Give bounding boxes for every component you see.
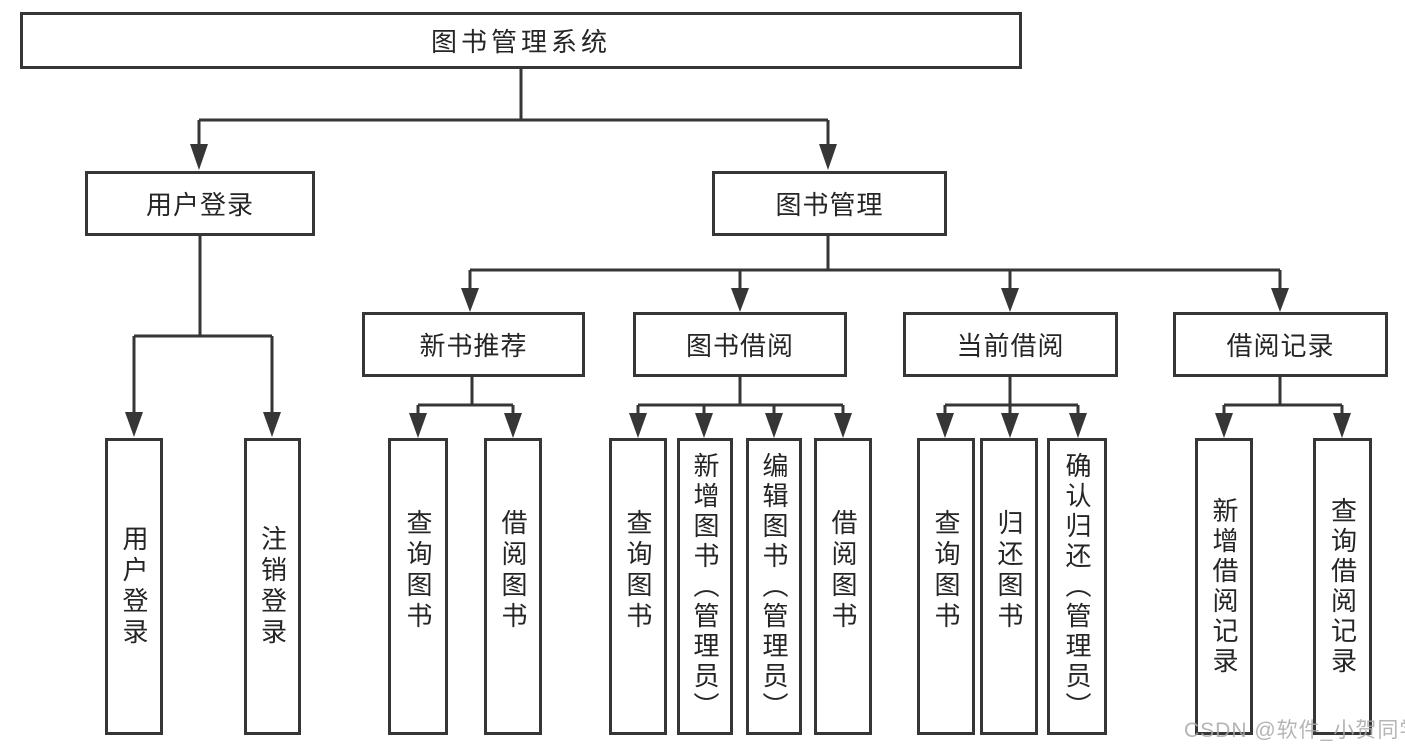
node-new-book-recommend: 新书推荐 xyxy=(362,312,585,377)
node-label: 借阅记录 xyxy=(1226,331,1335,361)
node-current-borrowing: 当前借阅 xyxy=(903,312,1118,377)
node-borrowing-records: 借阅记录 xyxy=(1173,312,1388,377)
node-label: 借阅图书 xyxy=(498,508,529,633)
node-label: 确认归还（管理员） xyxy=(1062,451,1093,722)
node-label: 查询图书 xyxy=(403,508,434,633)
leaf-recommend-borrow-books: 借阅图书 xyxy=(484,438,542,735)
node-label: 新书推荐 xyxy=(419,331,528,361)
node-label: 查询借阅记录 xyxy=(1327,496,1358,677)
node-label: 查询图书 xyxy=(931,508,962,633)
node-label: 图书管理 xyxy=(775,190,884,220)
leaf-records-add-record: 新增借阅记录 xyxy=(1195,438,1253,735)
leaf-borrowing-edit-books-admin: 编辑图书（管理员） xyxy=(746,438,802,735)
node-label: 归还图书 xyxy=(994,508,1025,633)
leaf-records-query-record: 查询借阅记录 xyxy=(1313,438,1372,735)
node-book-management: 图书管理 xyxy=(712,171,947,236)
leaf-borrowing-borrow-books: 借阅图书 xyxy=(814,438,872,735)
node-label: 借阅图书 xyxy=(828,508,859,633)
node-user-login: 用户登录 xyxy=(85,171,315,236)
node-label: 用户登录 xyxy=(119,524,150,649)
leaf-recommend-query-books: 查询图书 xyxy=(388,438,448,735)
node-label: 查询图书 xyxy=(623,508,654,633)
node-label: 当前借阅 xyxy=(956,331,1065,361)
node-label: 图书借阅 xyxy=(685,331,794,361)
leaf-logout-login: 注销登录 xyxy=(244,438,301,735)
leaf-borrowing-query-books: 查询图书 xyxy=(609,438,667,735)
node-label: 新增图书（管理员） xyxy=(690,451,721,722)
node-book-borrowing: 图书借阅 xyxy=(633,312,847,377)
node-label: 新增借阅记录 xyxy=(1209,496,1240,677)
node-label: 注销登录 xyxy=(257,524,288,649)
leaf-current-confirm-return-admin: 确认归还（管理员） xyxy=(1047,438,1107,735)
leaf-user-login: 用户登录 xyxy=(105,438,163,735)
node-library-management-system: 图书管理系统 xyxy=(20,12,1022,69)
node-label: 编辑图书（管理员） xyxy=(759,451,790,722)
leaf-current-return-books: 归还图书 xyxy=(980,438,1038,735)
leaf-borrowing-add-books-admin: 新增图书（管理员） xyxy=(677,438,733,735)
node-label: 图书管理系统 xyxy=(430,27,611,57)
node-label: 用户登录 xyxy=(145,190,254,220)
csdn-watermark: CSDN @软件_小贺同学 xyxy=(1184,719,1405,742)
leaf-current-query-books: 查询图书 xyxy=(917,438,975,735)
